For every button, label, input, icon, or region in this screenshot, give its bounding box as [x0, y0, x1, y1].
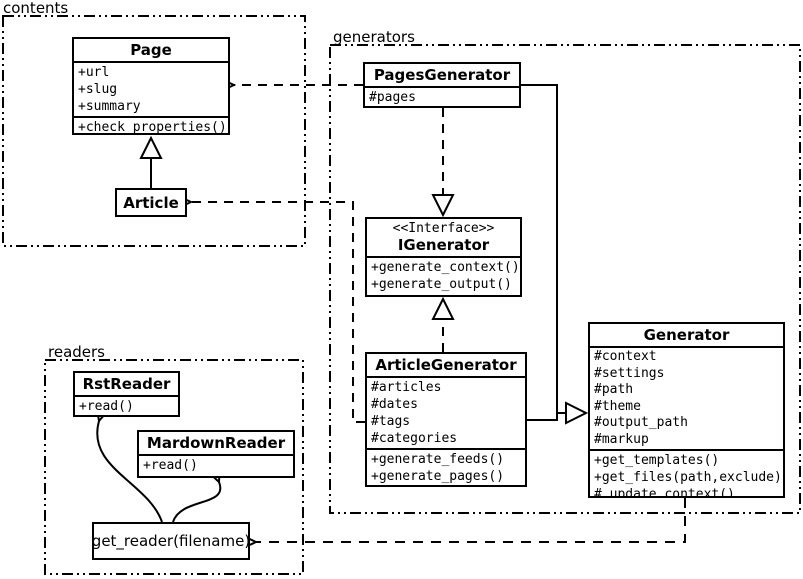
class-articlegenerator-title: ArticleGenerator [375, 356, 517, 374]
method-line: +get_files(path,exclude) [594, 470, 782, 485]
class-generator[interactable]: Generator #context #settings #path #them… [588, 322, 785, 498]
method-line: +generate_feeds() [371, 452, 505, 467]
class-page-title: Page [130, 41, 172, 59]
attribute-line: #markup [594, 431, 649, 447]
class-mardownreader-methods: +read() [139, 454, 293, 475]
method-line: +generate_context() [371, 260, 520, 275]
edge-articlegenerator-uses-article [191, 202, 365, 423]
class-generator-title: Generator [643, 326, 730, 344]
attribute-line: #output_path [594, 415, 688, 430]
class-generator-methods: +get_templates() +get_files(path,exclude… [590, 449, 783, 498]
class-articlegenerator-methods: +generate_feeds() +generate_pages() [367, 448, 525, 485]
attribute-line: #dates [371, 397, 418, 412]
class-article[interactable]: Article [115, 188, 187, 217]
class-igenerator[interactable]: <<Interface>> IGenerator +generate_conte… [365, 217, 522, 297]
class-rstreader-methods: +read() [75, 395, 178, 415]
attribute-line: +summary [78, 99, 141, 114]
class-igenerator-title: <<Interface>> IGenerator [367, 219, 520, 256]
edge-generator-uses-getreader [256, 498, 686, 542]
class-pagesgenerator-attributes: #pages [365, 86, 519, 106]
class-rstreader[interactable]: RstReader +read() [73, 371, 180, 417]
class-mardownreader[interactable]: MardownReader +read() [137, 430, 295, 478]
class-mardownreader-title: MardownReader [146, 434, 286, 452]
attribute-line: +slug [78, 82, 118, 97]
edge-getreader-to-rstreader [97, 421, 163, 523]
package-label-readers: readers [48, 343, 105, 361]
method-line: +generate_pages() [371, 469, 505, 484]
class-igenerator-methods: +generate_context() +generate_output() [367, 256, 520, 294]
method-line: +check_properties() [78, 120, 227, 135]
class-pagesgenerator[interactable]: PagesGenerator #pages [363, 62, 521, 108]
method-line: +read() [143, 458, 198, 473]
edge-pagesgenerator-extends-generator [520, 84, 589, 425]
method-line: +read() [79, 399, 134, 414]
edge-getreader-to-mardownreader [172, 482, 222, 523]
package-border-contents [2, 15, 306, 247]
class-page[interactable]: Page +url +slug +summary +check_properti… [72, 37, 230, 135]
class-rstreader-title: RstReader [82, 375, 171, 393]
class-igenerator-name: IGenerator [397, 236, 490, 254]
attribute-line: #path [594, 382, 634, 397]
attribute-line: #theme [594, 398, 641, 414]
attribute-line: #pages [369, 90, 416, 105]
package-border-readers [44, 359, 304, 575]
class-article-title: Article [123, 193, 179, 212]
method-line: +get_templates() [594, 453, 720, 468]
attribute-line: #context [594, 349, 657, 364]
attribute-line: #tags [371, 414, 411, 429]
function-get-reader[interactable]: get_reader(filename) [92, 522, 250, 560]
class-articlegenerator[interactable]: ArticleGenerator #articles #dates #tags … [365, 352, 527, 487]
package-label-generators: generators [333, 28, 415, 46]
class-page-methods: +check_properties() [74, 116, 228, 135]
attribute-line: #articles [371, 380, 442, 395]
class-generator-attributes: #context #settings #path #theme #output_… [590, 346, 783, 449]
attribute-line: #categories [371, 431, 458, 446]
attribute-line: +url [78, 65, 110, 80]
class-igenerator-stereotype: <<Interface>> [392, 221, 495, 236]
method-line: #_update_context() [594, 487, 735, 498]
class-pagesgenerator-title: PagesGenerator [373, 66, 511, 84]
method-line: +generate_output() [371, 277, 512, 292]
attribute-line: #settings [594, 365, 665, 381]
package-border-generators [329, 44, 801, 514]
function-get-reader-label: get_reader(filename) [92, 532, 250, 550]
package-label-contents: contents [3, 0, 69, 17]
edge-articlegenerator-extends-generator [527, 413, 558, 421]
class-articlegenerator-attributes: #articles #dates #tags #categories [367, 376, 525, 448]
class-page-attributes: +url +slug +summary [74, 61, 228, 116]
